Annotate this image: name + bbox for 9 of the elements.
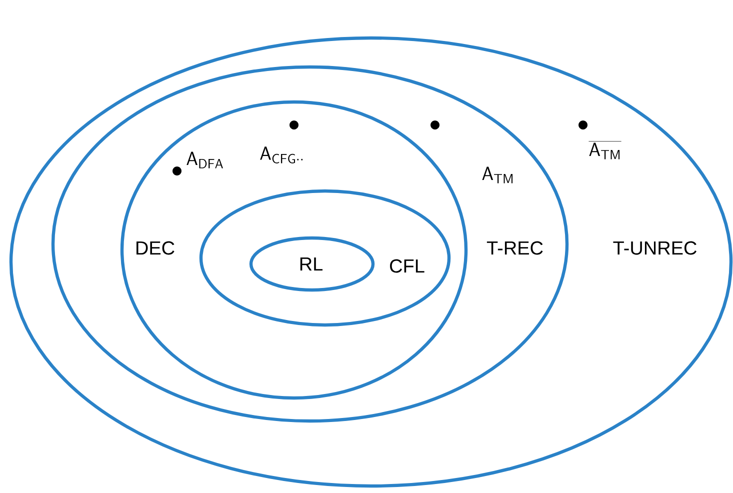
set-label: T-REC xyxy=(486,241,543,255)
set-label: T-UNREC xyxy=(613,241,696,255)
language-label: $\overline{\mathsf{A}_{\mathsf{TM}}}$ xyxy=(588,141,622,160)
language-label: $\mathsf{A}_{\mathsf{DFA}}$ xyxy=(186,152,223,168)
set-label: DEC xyxy=(136,241,174,255)
set-label: CFL xyxy=(390,259,424,273)
language-label: $\mathsf{A}_{\mathsf{TM}}$ xyxy=(482,166,512,184)
set-label: RL xyxy=(300,257,322,271)
language-label: $\mathsf{A}_{\mathsf{CFG}\cdot\cdot}$ xyxy=(260,146,303,164)
